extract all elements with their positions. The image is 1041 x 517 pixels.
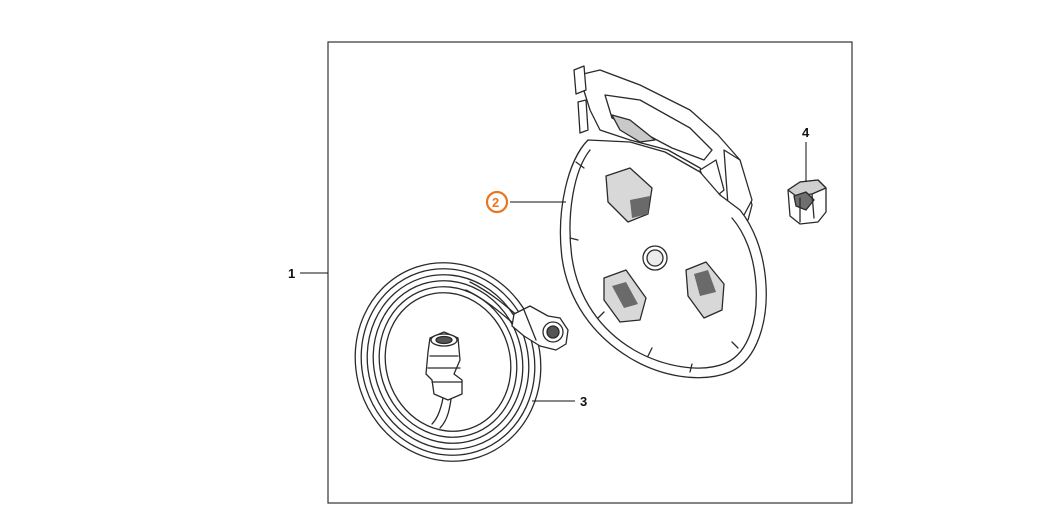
callout-1[interactable]: 1 <box>288 266 328 281</box>
callout-4[interactable]: 4 <box>802 125 810 182</box>
reel-housing-part[interactable] <box>559 65 767 379</box>
callout-2-label: 2 <box>492 195 499 210</box>
callout-4-label: 4 <box>802 125 810 140</box>
callout-2-highlight-ring <box>485 190 509 214</box>
callout-1-label: 1 <box>288 266 295 281</box>
coiled-hose-part[interactable] <box>330 238 569 485</box>
callout-3-label: 3 <box>580 394 587 409</box>
coupling-nut-part[interactable] <box>787 179 827 225</box>
callout-3[interactable]: 3 <box>532 394 587 409</box>
callout-2[interactable]: 2 <box>485 190 566 214</box>
